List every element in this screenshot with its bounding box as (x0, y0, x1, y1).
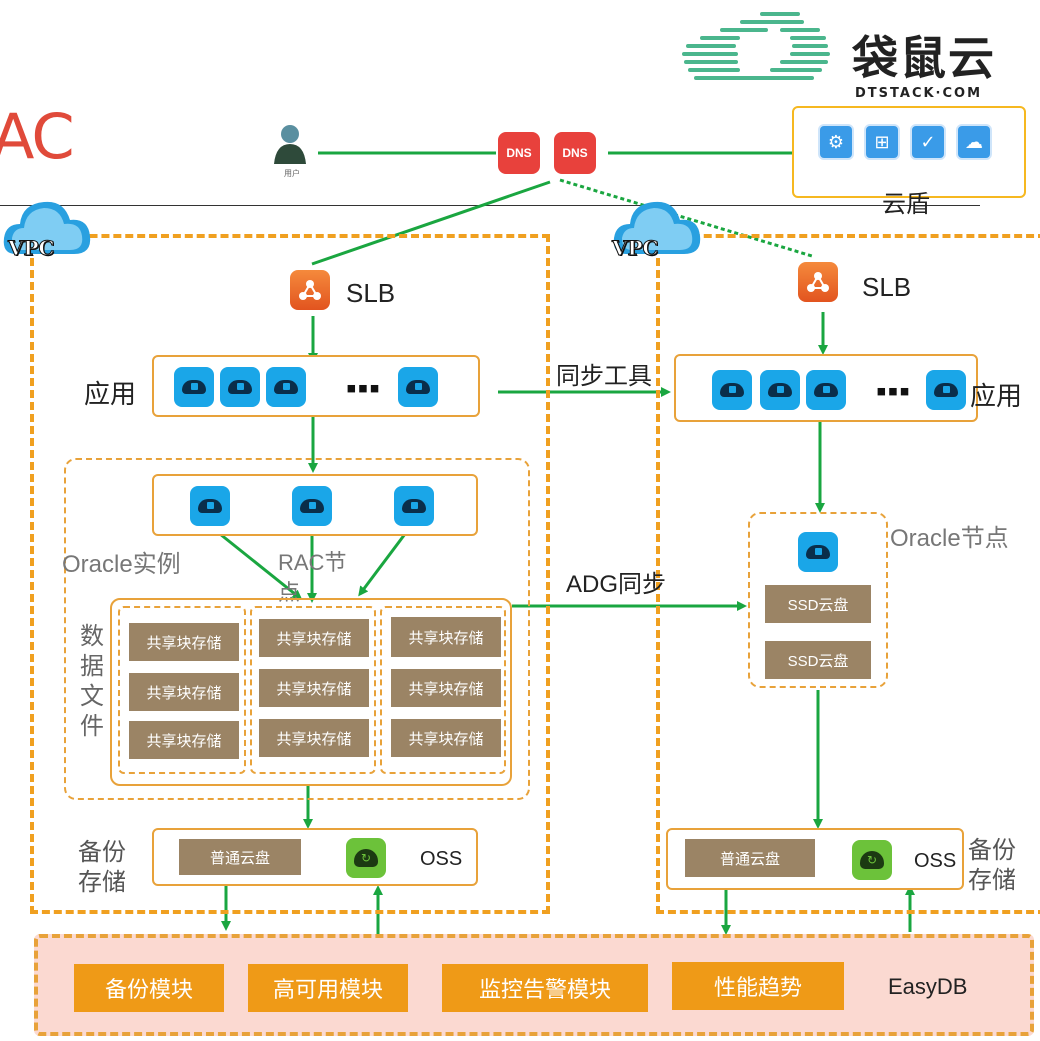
dns-icon: DNS (496, 130, 542, 176)
adg-sync-label: ADG同步 (566, 571, 667, 598)
check-shield-icon: ✓ (910, 124, 946, 160)
left-backup-panel: 普通云盘 ↻ OSS (152, 828, 478, 886)
right-vpc (656, 234, 1040, 914)
ellipsis: ▪▪▪ (876, 375, 911, 408)
title-divider (0, 205, 980, 206)
ecs-icon (798, 532, 838, 572)
monitoring-alert-module: 监控告警模块 (442, 964, 648, 1012)
shared-block-storage: 共享块存储 (390, 616, 502, 658)
right-app-panel: ▪▪▪ (674, 354, 978, 422)
ecs-icon (398, 367, 438, 407)
sync-tool-label: 同步工具 (556, 363, 652, 390)
cloud-shield-box: ⚙ ⊞ ✓ ☁ (792, 106, 1026, 198)
shared-block-storage: 共享块存储 (258, 668, 370, 708)
oracle-instance-label: Oracle实例 (62, 551, 181, 578)
slb-icon (290, 270, 330, 310)
right-backup-label: 备份存储 (968, 837, 1016, 894)
logo-subtitle: DTSTACK·COM (855, 86, 983, 101)
right-slb-label: SLB (862, 272, 912, 302)
storage-column (380, 606, 506, 774)
performance-trend-module: 性能趋势 (672, 962, 844, 1010)
ssd-disk: SSD云盘 (764, 584, 872, 624)
oracle-instance-group (64, 458, 530, 800)
slb-icon (798, 262, 838, 302)
ellipsis: ▪▪▪ (346, 372, 381, 405)
left-vpc (30, 234, 550, 914)
gear-shield-icon: ⚙ (818, 124, 854, 160)
left-app-label: 应用 (84, 379, 137, 409)
shared-block-storage: 共享块存储 (128, 672, 240, 712)
storage-column (118, 606, 246, 774)
oss-icon: ↻ (852, 840, 892, 880)
ecs-icon (220, 367, 260, 407)
logo-name: 袋鼠云 (852, 31, 996, 85)
ecs-icon (712, 370, 752, 410)
cloud-shield-icon: ☁ (956, 124, 992, 160)
ecs-icon (190, 486, 230, 526)
standard-disk: 普通云盘 (178, 838, 302, 876)
ecs-icon (760, 370, 800, 410)
left-slb-label: SLB (346, 278, 396, 308)
firewall-icon: ⊞ (864, 124, 900, 160)
shared-block-storage: 共享块存储 (390, 668, 502, 708)
title-fragment: AC (0, 100, 75, 173)
oss-icon: ↻ (346, 838, 386, 878)
storage-column (250, 606, 376, 774)
ecs-icon (806, 370, 846, 410)
left-app-panel: ▪▪▪ (152, 355, 480, 417)
oracle-node-label: Oracle节点 (890, 525, 1009, 552)
vpc-cloud-icon (3, 201, 91, 254)
standard-disk: 普通云盘 (684, 838, 816, 878)
data-file-label: 数据文件 (80, 623, 104, 740)
left-backup-label: 备份存储 (78, 839, 126, 896)
cloud-shield-label: 云盾 (882, 191, 930, 218)
right-vpc-label: VPC (611, 236, 659, 261)
ssd-disk: SSD云盘 (764, 640, 872, 680)
ecs-icon (266, 367, 306, 407)
rac-node-panel (152, 474, 478, 536)
ecs-icon (174, 367, 214, 407)
shared-block-storage: 共享块存储 (258, 718, 370, 758)
right-backup-panel: 普通云盘 ↻ OSS (666, 828, 964, 890)
dns-icon: DNS (552, 130, 598, 176)
shared-block-storage: 共享块存储 (128, 720, 240, 760)
shared-storage-group (110, 598, 512, 786)
user-caption: 用户 (284, 169, 300, 178)
dtstack-logo-icon (682, 12, 830, 80)
user-icon (274, 125, 306, 164)
backup-module: 备份模块 (74, 964, 224, 1012)
shared-block-storage: 共享块存储 (390, 718, 502, 758)
shared-block-storage: 共享块存储 (258, 618, 370, 658)
shared-block-storage: 共享块存储 (128, 622, 240, 662)
vpc-cloud-icon (613, 201, 701, 254)
ecs-icon (394, 486, 434, 526)
oracle-node-group: SSD云盘 SSD云盘 (748, 512, 888, 688)
ecs-icon (292, 486, 332, 526)
right-app-label: 应用 (970, 381, 1023, 411)
ecs-icon (926, 370, 966, 410)
left-vpc-label: VPC (7, 236, 55, 261)
high-availability-module: 高可用模块 (248, 964, 408, 1012)
easydb-panel: 备份模块 高可用模块 监控告警模块 性能趋势 EasyDB (34, 934, 1034, 1036)
oss-label: OSS (914, 850, 957, 872)
oss-label: OSS (420, 848, 463, 870)
easydb-name: EasyDB (888, 974, 968, 999)
